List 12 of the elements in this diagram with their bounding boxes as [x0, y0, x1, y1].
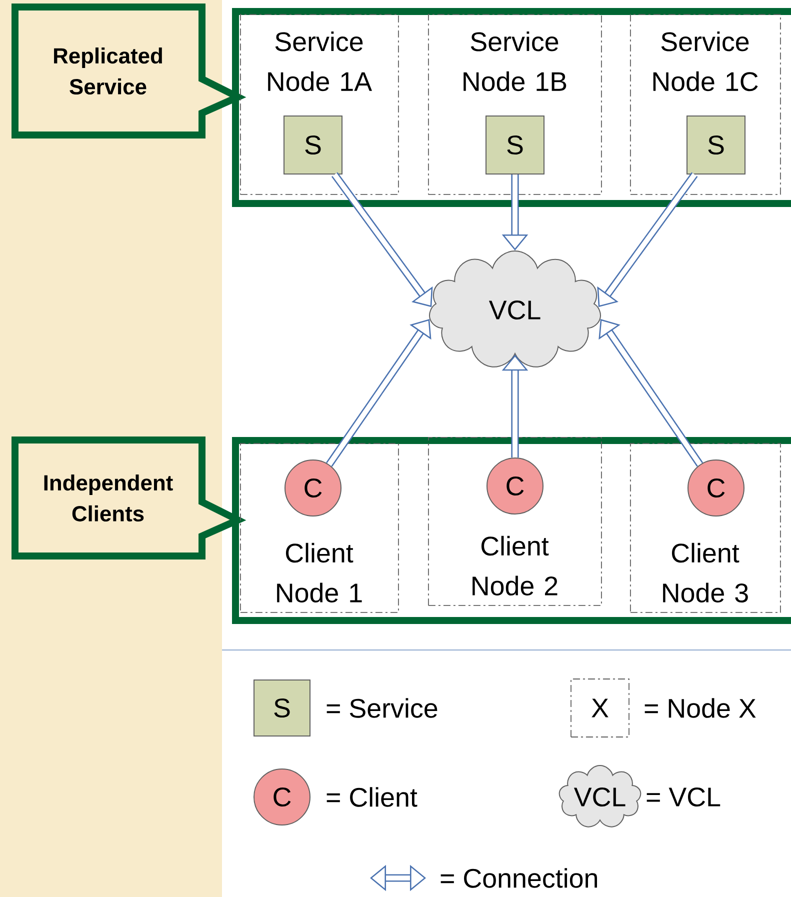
service-square: S [284, 116, 342, 174]
legend-text: = Connection [440, 868, 597, 888]
legend-text: = Client [326, 787, 418, 807]
service-square: S [486, 116, 544, 174]
legend-text: = Node X [644, 698, 756, 718]
connection-arrow [598, 319, 704, 467]
group-frame [232, 8, 791, 207]
legend-text: = Service [326, 698, 438, 718]
service-square: S [686, 116, 746, 174]
legend-text: = VCL [646, 787, 720, 807]
connection-arrow [326, 319, 432, 467]
group-frame [232, 437, 791, 624]
